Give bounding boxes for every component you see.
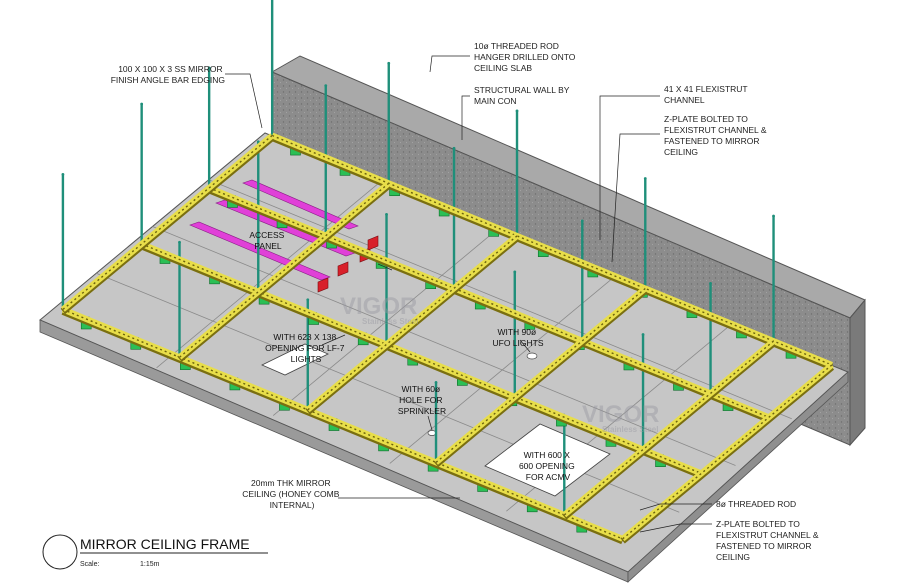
rod-top-2 [306, 298, 310, 302]
label-access-panel: ACCESS PANEL [249, 230, 286, 251]
rod-top-13 [580, 219, 584, 223]
rod-top-19 [772, 214, 775, 218]
lf7-light-opening [261, 343, 329, 376]
label-wall: STRUCTURAL WALL BY MAIN CON [474, 85, 572, 106]
rod-top-7 [385, 212, 388, 216]
rod-top-8 [513, 270, 517, 274]
red-z-plate-3 [367, 235, 379, 251]
flexistrut-channel-long-3 [61, 306, 624, 545]
rod-top-14 [709, 282, 712, 285]
label-sprinkler: WITH 60ø HOLE FOR SPRINKLER [398, 384, 446, 416]
flexistrut-channel-cross-3 [433, 286, 648, 468]
rod-top-1 [178, 240, 181, 244]
title-block: MIRROR CEILING FRAME Scale: 1:15m [42, 534, 268, 570]
leader-lines [225, 55, 712, 533]
drawing-title: MIRROR CEILING FRAME [80, 536, 250, 552]
rod-top-3 [434, 380, 438, 384]
acmv-opening [484, 423, 611, 497]
annotations: 100 X 100 X 3 SS MIRROR FINISH ANGLE BAR… [111, 41, 821, 562]
label-ufo-lights: WITH 90ø UFO LIGHTS [492, 327, 543, 348]
red-z-plate-0 [317, 277, 329, 293]
access-panel-bar [242, 179, 359, 230]
watermark-brand-2: VIGOR [582, 401, 659, 428]
watermark: VIGOR Stainless Steel VIGOR Stainless St… [340, 293, 659, 434]
ceiling-openings [261, 343, 611, 497]
rod-top-6 [256, 140, 260, 144]
rod-top-10 [207, 66, 211, 70]
flexistrut-frame [60, 132, 835, 545]
flexistrut-channel-long-2 [140, 241, 703, 479]
ufo-light-hole [526, 352, 538, 360]
rod-top-18 [643, 177, 647, 180]
label-lf7-opening: WITH 623 X 138 OPENING FOR LF-7 LIGHTS [265, 332, 347, 364]
rod-top-11 [324, 84, 328, 88]
label-zplate-bottom: Z-PLATE BOLTED TO FLEXISTRUT CHANNEL & F… [716, 519, 821, 562]
flexistrut-channel-cross-4 [562, 338, 776, 520]
flexistrut-channel-cross-5 [620, 362, 835, 544]
threaded-rods [61, 0, 775, 515]
scale-label: Scale: [80, 561, 100, 568]
rod-top-5 [140, 102, 144, 106]
title-circle [42, 534, 78, 570]
rod-top-12 [452, 146, 456, 150]
rod-top-9 [641, 333, 645, 336]
flexistrut-channel-long-0 [270, 132, 834, 371]
flexistrut-channel-cross-2 [305, 233, 520, 415]
rod-top-16 [387, 61, 391, 65]
watermark-sub-2: Stainless Steel [602, 425, 658, 434]
watermark-brand: VIGOR [340, 293, 417, 320]
label-rod-hanger: 10ø THREADED ROD HANGER DRILLED ONTO CEI… [474, 41, 578, 73]
watermark-sub: Stainless Steel [362, 317, 418, 326]
label-acmv-opening: WITH 600 X 600 OPENING FOR ACMV [519, 450, 577, 482]
scale-value: 1:15m [140, 561, 160, 568]
flexistrut-channel-long-1 [207, 185, 771, 423]
rod-top-17 [515, 109, 519, 113]
label-channel: 41 X 41 FLEXISTRUT CHANNEL [664, 84, 750, 105]
rod-top-0 [61, 173, 65, 176]
sprinkler-hole [427, 430, 437, 436]
flexistrut-channel-cross-0 [60, 133, 275, 315]
label-rod-8: 8ø THREADED ROD [716, 499, 796, 509]
label-mirror-ceiling: 20mm THK MIRROR CEILING (HONEY COMB INTE… [242, 478, 342, 510]
flexistrut-channel-cross-1 [177, 181, 391, 362]
red-z-plate-1 [337, 261, 349, 277]
label-edging: 100 X 100 X 3 SS MIRROR FINISH ANGLE BAR… [111, 64, 225, 85]
label-zplate-top: Z-PLATE BOLTED TO FLEXISTRUT CHANNEL & F… [664, 114, 769, 157]
